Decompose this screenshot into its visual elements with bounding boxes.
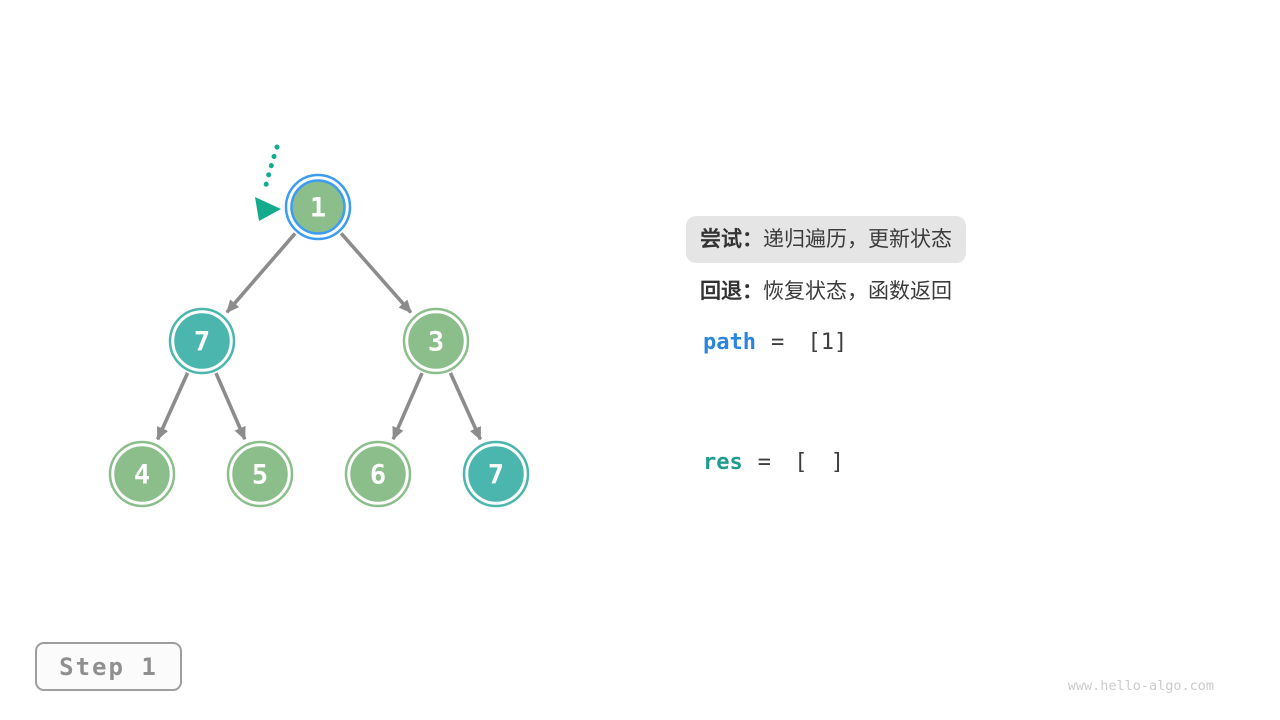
backtrack-text: 恢复状态，函数返回 — [763, 280, 952, 303]
tree-node-label: 7 — [194, 327, 210, 358]
binary-tree-diagram: 1 7 3 4 5 6 7 — [108, 144, 530, 508]
try-annotation: 尝试：递归遍历，更新状态 — [686, 216, 966, 263]
path-value: = [1] — [770, 330, 848, 355]
try-text: 递归遍历，更新状态 — [763, 228, 952, 251]
backtrack-label: 回退： — [700, 280, 763, 303]
tree-node-label: 3 — [428, 327, 444, 358]
path-var: path — [703, 330, 756, 355]
tree-node-7: 7 — [462, 440, 530, 508]
tree-node-4: 4 — [108, 440, 176, 508]
watermark: www.hello-algo.com — [1067, 678, 1214, 694]
path-variable-line: path = [1] — [703, 331, 847, 355]
tree-edge — [214, 372, 247, 441]
tree-edge — [225, 232, 297, 314]
tree-node-label: 1 — [310, 193, 326, 224]
tree-node-label: 6 — [370, 460, 386, 491]
res-var: res — [703, 450, 743, 475]
step-badge-label: Step 1 — [59, 652, 158, 681]
tree-node-label: 7 — [488, 460, 504, 491]
tree-edge — [448, 372, 483, 441]
tree-node-7: 7 — [168, 307, 236, 375]
res-variable-line: res = [ ] — [703, 451, 844, 475]
res-value: = [ ] — [757, 450, 844, 475]
pointer-arrowhead-icon — [255, 197, 281, 221]
step-badge: Step 1 — [35, 642, 182, 691]
tree-edge — [155, 372, 190, 441]
tree-edge — [339, 232, 413, 314]
tree-node-3: 3 — [402, 307, 470, 375]
tree-node-6: 6 — [344, 440, 412, 508]
pointer-dotted-trail — [261, 144, 280, 196]
tree-node-5: 5 — [226, 440, 294, 508]
tree-node-label: 5 — [252, 460, 268, 491]
tree-node-label: 4 — [134, 460, 150, 491]
backtrack-annotation: 回退：恢复状态，函数返回 — [700, 279, 952, 305]
try-label: 尝试： — [700, 228, 763, 251]
tree-node-1: 1 — [284, 173, 352, 241]
tree-edge — [391, 372, 424, 441]
